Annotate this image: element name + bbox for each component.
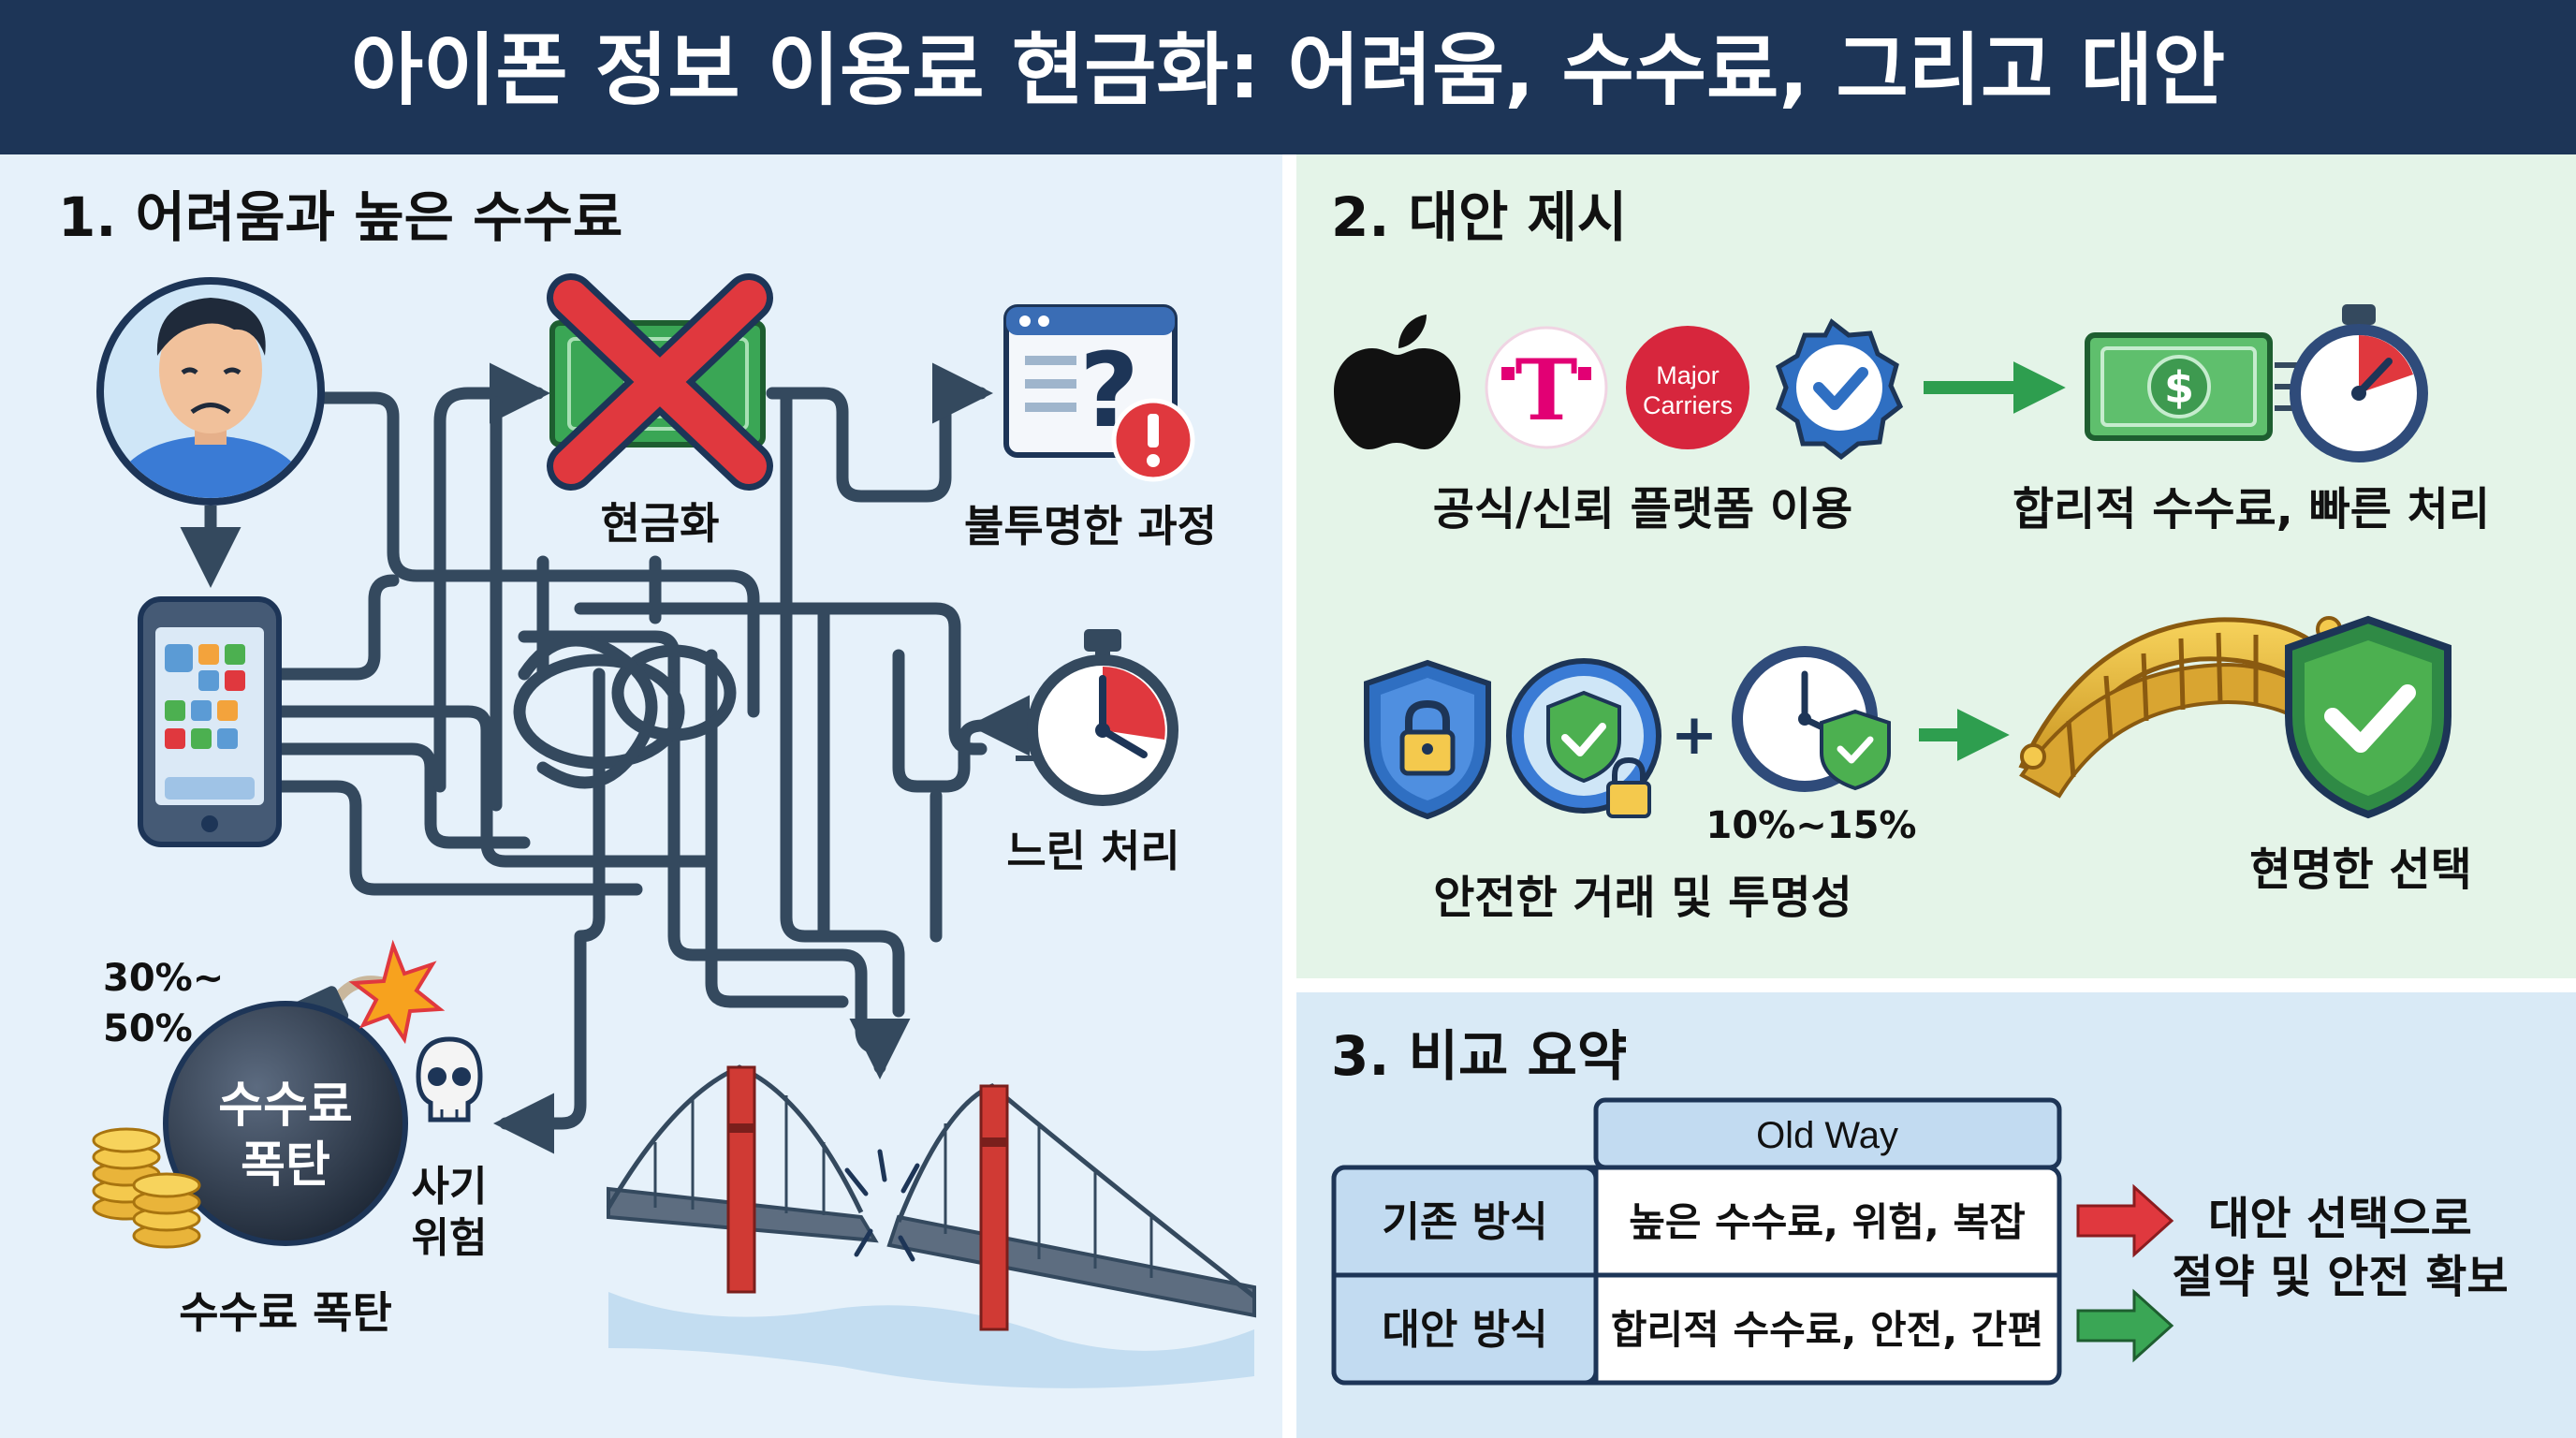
comparison-table: Old Way 기존 방식 높은 수수료, 위험, 복잡 대안 방식 합리적 수…	[1331, 1097, 2062, 1386]
row-label-new: 대안 방식	[1382, 1306, 1547, 1354]
section2-heading: 2. 대안 제시	[1331, 185, 1627, 249]
check-shield-icon	[2285, 615, 2452, 819]
svg-text:$: $	[2164, 362, 2194, 413]
major-carriers-line2: Carriers	[1643, 391, 1733, 419]
reasonable-fee-label: 합리적 수수료, 빠른 처리	[2012, 483, 2490, 536]
wise-choice-label: 현명한 선택	[2249, 844, 2472, 896]
bomb-percent-line1: 30%~	[103, 957, 224, 1000]
bomb-icon	[163, 939, 446, 1246]
apple-logo-icon	[1334, 315, 1461, 449]
percent-label: 10%~15%	[1706, 804, 1917, 847]
row-value-new: 합리적 수수료, 안전, 간편	[1611, 1307, 2043, 1353]
opaque-process-label: 불투명한 과정	[964, 501, 1217, 551]
table-header-text: Old Way	[1756, 1115, 1898, 1156]
sad-user-icon	[96, 277, 325, 506]
clock-check-icon	[1732, 646, 1891, 792]
bomb-caption: 수수료 폭탄	[179, 1287, 392, 1338]
table-row: 기존 방식 높은 수수료, 위험, 복잡	[1382, 1198, 2025, 1246]
plus-sign: +	[1671, 702, 1718, 768]
bomb-label-line2: 폭탄	[241, 1137, 330, 1194]
major-carriers-badge: Major Carriers	[1626, 326, 1749, 449]
header-bar	[0, 0, 2576, 154]
skull-icon	[416, 1036, 483, 1123]
major-carriers-line1: Major	[1656, 361, 1720, 389]
green-arrow-icon	[2076, 1288, 2174, 1363]
red-arrow-icon	[2076, 1183, 2174, 1258]
smartphone-icon	[138, 596, 282, 847]
slow-process-label: 느린 처리	[1006, 826, 1179, 876]
bomb-percent-line2: 50%	[103, 1007, 193, 1050]
result-line2: 절약 및 안전 확보	[2172, 1251, 2508, 1303]
cash-cross-icon	[547, 273, 773, 491]
bomb-label-line1: 수수료	[218, 1078, 353, 1134]
official-platform-label: 공식/신뢰 플랫폼 이용	[1433, 483, 1852, 536]
panel-alternatives	[1296, 154, 2576, 978]
result-line1: 대안 선택으로	[2208, 1193, 2472, 1245]
section3-heading: 3. 비교 요약	[1331, 1024, 1627, 1088]
stopwatch-icon	[1011, 629, 1178, 806]
tmobile-logo-icon: T	[1485, 326, 1608, 449]
verified-badge-icon	[1775, 318, 1904, 461]
question-window-icon: ?	[1003, 304, 1195, 482]
cash-label: 현금화	[601, 498, 720, 549]
tangled-paths	[274, 362, 1030, 1154]
row-label-old: 기존 방식	[1382, 1198, 1547, 1246]
scam-label-line2: 위험	[412, 1214, 488, 1262]
tmobile-glyph: T	[1515, 341, 1578, 440]
scam-label-line1: 사기	[412, 1163, 488, 1211]
table-row: 대안 방식 합리적 수수료, 안전, 간편	[1382, 1306, 2043, 1354]
cash-dollar-icon: $	[2085, 332, 2308, 441]
broken-bridge-icon	[606, 1064, 1256, 1388]
lock-shield-icon	[1364, 659, 1491, 820]
coins-icon	[92, 1127, 201, 1249]
section1-heading: 1. 어려움과 높은 수수료	[58, 185, 622, 249]
page-title: 아이폰 정보 이용료 현금화: 어려움, 수수료, 그리고 대안	[351, 24, 2225, 116]
row-value-old: 높은 수수료, 위험, 복잡	[1629, 1199, 2026, 1245]
safe-transaction-label: 안전한 거래 및 투명성	[1433, 872, 1852, 924]
fast-stopwatch-icon	[2290, 304, 2428, 462]
lock-check-icon	[1506, 658, 1661, 818]
